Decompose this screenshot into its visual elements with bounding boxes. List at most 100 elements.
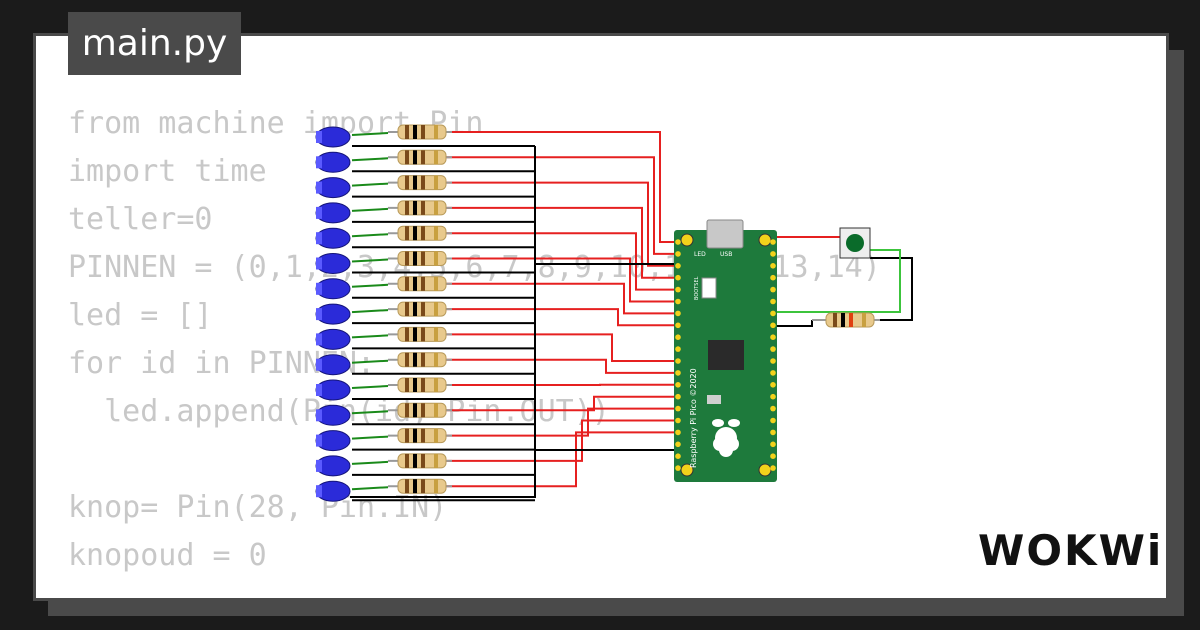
resistor-band	[421, 302, 425, 317]
resistor-band	[434, 276, 438, 291]
led-rim	[316, 434, 322, 447]
signal-wire	[445, 156, 678, 255]
resistor-band	[405, 302, 409, 317]
signal-wire	[445, 419, 678, 462]
led-wire	[351, 258, 389, 263]
led-rim	[316, 308, 322, 321]
resistor-band	[405, 251, 409, 266]
board-pin	[770, 298, 776, 305]
board-pin	[770, 370, 776, 376]
board-pin	[675, 239, 681, 245]
usb-label: USB	[720, 251, 732, 258]
led-rim	[316, 156, 322, 169]
resistor-band	[413, 175, 417, 190]
led-array	[315, 126, 351, 502]
led-wire	[351, 132, 389, 136]
led-wire	[351, 334, 389, 339]
board-pin	[675, 417, 681, 424]
resistor-band	[413, 327, 417, 342]
resistor-band	[434, 428, 438, 443]
board-pin	[770, 322, 776, 329]
resistor-band	[434, 200, 438, 215]
led-rim	[316, 485, 322, 498]
wokwi-logo: WOKWi	[978, 526, 1164, 575]
resistor-band	[413, 125, 417, 139]
resistor-band	[434, 175, 438, 190]
bootsel-button	[701, 277, 717, 299]
led-rim	[316, 181, 322, 194]
code-line: knopoud = 0	[68, 538, 267, 573]
board-pin	[770, 346, 776, 352]
preview-card	[33, 33, 1169, 601]
resistor-band	[434, 251, 438, 266]
led-rim	[316, 206, 322, 219]
board-pin	[675, 263, 681, 269]
mount-hole	[680, 463, 694, 477]
resistor-band	[434, 226, 438, 241]
resistor-band	[405, 479, 409, 494]
led-rim	[316, 459, 322, 472]
resistor-band	[405, 352, 409, 367]
resistor-band	[413, 200, 417, 215]
board-pin	[770, 263, 776, 269]
board-pins	[675, 239, 776, 471]
file-tab: main.py	[68, 12, 241, 75]
resistor-band	[413, 428, 417, 443]
resistor-band	[413, 479, 417, 494]
board-pin	[675, 274, 681, 281]
raspberry-logo-icon	[712, 419, 740, 457]
pulldown-resistor	[812, 312, 880, 328]
board-pin	[675, 465, 681, 471]
resistor-band	[413, 302, 417, 317]
resistor-band	[413, 378, 417, 392]
board-pin	[770, 274, 776, 281]
rp2040-chip	[708, 340, 744, 370]
signal-wire	[445, 395, 678, 412]
board-pin	[770, 310, 776, 317]
resistor-band	[421, 327, 425, 342]
resistor-band	[421, 200, 425, 215]
resistor-band	[405, 200, 409, 215]
board-pin	[675, 370, 681, 376]
led-wire	[351, 460, 389, 465]
led-wire	[351, 157, 389, 162]
resistor-band	[421, 175, 425, 190]
pushbutton[interactable]	[839, 227, 871, 259]
pico-board: LED USB BOOTSEL Raspberry Pi Pico ©2020	[674, 219, 777, 482]
resistor-band	[421, 276, 425, 291]
resistor-band	[434, 327, 438, 342]
board-pin	[675, 358, 681, 364]
signal-wire	[445, 181, 678, 267]
resistor-band	[421, 453, 425, 468]
resistor-band	[421, 251, 425, 266]
led-wire	[351, 359, 389, 364]
resistor-band	[405, 226, 409, 241]
bootsel-label: BOOTSEL	[694, 276, 700, 300]
mount-hole	[758, 463, 772, 477]
resistor-band	[434, 453, 438, 468]
board-pin	[770, 465, 776, 471]
signal-wire	[445, 131, 678, 243]
signal-wire	[445, 407, 678, 437]
resistor-band	[405, 276, 409, 291]
resistor-band	[421, 226, 425, 241]
resistor-band	[405, 175, 409, 190]
led-rim	[316, 131, 322, 143]
board-pin	[770, 334, 776, 341]
resistor-band	[413, 403, 417, 418]
gnd-wire	[773, 320, 813, 327]
board-pin	[770, 382, 776, 388]
led-rim	[316, 282, 322, 295]
resistor-band	[421, 352, 425, 367]
board-pin	[770, 393, 776, 400]
board-pin	[675, 382, 681, 388]
board-pin	[770, 453, 776, 460]
board-pin	[770, 441, 776, 448]
pushbutton-cap[interactable]	[846, 234, 864, 252]
board-pin	[675, 310, 681, 317]
signal-wire	[445, 358, 678, 374]
gnd-bus	[350, 146, 536, 498]
code-line: knop= Pin(28, Pin.IN)	[68, 490, 448, 525]
resistor-band	[405, 428, 409, 443]
led-wire	[351, 283, 389, 288]
